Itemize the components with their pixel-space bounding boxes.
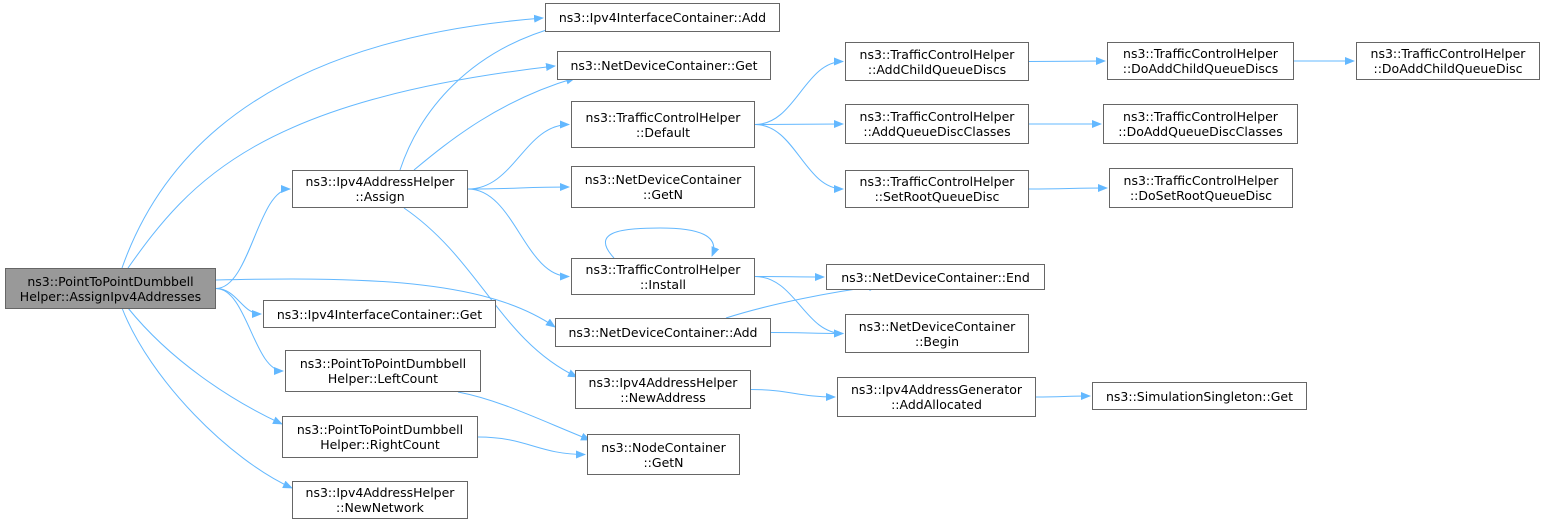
edge-tch_default-to-tch_addchild [754, 57, 844, 125]
node-label-line: ns3::SimulationSingleton::Get [1106, 388, 1293, 404]
node-v4ic-get[interactable]: ns3::Ipv4InterfaceContainer::Get [263, 300, 496, 328]
edge-ipv4ah_assign-to-ndc_getn [467, 183, 570, 192]
edge-ndc_add-to-ndc_begin [770, 329, 844, 338]
node-label-line: ns3::TrafficControlHelper [859, 46, 1015, 62]
node-label-line: ::AddAllocated [891, 397, 982, 412]
node-label-line: ns3::Ipv4AddressHelper [588, 374, 738, 390]
node-ipv4ah-newnet[interactable]: ns3::Ipv4AddressHelper::NewNetwork [292, 481, 468, 519]
node-label-line: ::GetN [642, 187, 684, 202]
node-tch-addclasses[interactable]: ns3::TrafficControlHelper::AddQueueDiscC… [845, 104, 1029, 144]
node-label-line: ns3::TrafficControlHelper [859, 109, 1015, 124]
node-label-line: ns3::PointToPointDumbbell [299, 356, 467, 371]
node-label-line: ns3::Ipv4InterfaceContainer::Add [558, 10, 767, 25]
edge-tch_addchild-to-tch_doaddchild [1028, 57, 1106, 66]
node-label-line: ns3::PointToPointDumbbell [27, 273, 194, 289]
edge-tch_install-to-ndc_end [754, 272, 825, 281]
node-v4ic-add[interactable]: ns3::Ipv4InterfaceContainer::Add [545, 3, 780, 32]
node-label-line: ::NewAddress [620, 389, 706, 405]
node-ndc-add[interactable]: ns3::NetDeviceContainer::Add [555, 318, 771, 347]
edge-p2pdh_left-to-nc_getn [457, 391, 591, 441]
node-tch-doaddchild2[interactable]: ns3::TrafficControlHelper::DoAddChildQue… [1356, 42, 1540, 80]
edge-tch_install-to-ndc_begin [754, 276, 844, 338]
edge-tch_default-to-tch_setroot [754, 124, 844, 193]
node-label-line: ns3::NetDeviceContainer::End [841, 269, 1030, 285]
node-label-line: Helper::RightCount [320, 437, 440, 452]
edge-ipv4ah_assign-to-tch_install [467, 188, 570, 281]
node-ndc-get[interactable]: ns3::NetDeviceContainer::Get [557, 51, 771, 80]
edge-root-to-p2pdh_right [127, 307, 283, 425]
edge-root-to-ndc_add [215, 278, 556, 328]
node-label-line: ::Assign [355, 189, 405, 204]
node-nc-getn[interactable]: ns3::NodeContainer::GetN [587, 434, 740, 475]
node-ndc-getn[interactable]: ns3::NetDeviceContainer::GetN [571, 166, 755, 208]
node-label-line: ns3::TrafficControlHelper [1123, 109, 1278, 124]
node-label-line: ns3::PointToPointDumbbell [296, 422, 464, 437]
node-label-line: ::NewNetwork [336, 500, 424, 515]
node-tch-addchild[interactable]: ns3::TrafficControlHelper::AddChildQueue… [845, 42, 1029, 81]
node-label-line: ns3::TrafficControlHelper [585, 109, 741, 125]
edge-tch_default-to-tch_addclasses [754, 120, 844, 129]
edge-ipv4ah_assign-to-ndc_get [413, 76, 576, 171]
edge-tch_setroot-to-tch_dosetroot [1028, 184, 1108, 193]
edge-ipv4ah_assign-to-ipv4ah_newaddr [403, 207, 578, 378]
node-label-line: ns3::NetDeviceContainer [584, 172, 742, 187]
node-label-line: ns3::Ipv4AddressHelper [305, 174, 455, 189]
node-label-line: ::DoAddChildQueueDiscs [1122, 61, 1279, 76]
node-label-line: ns3::TrafficControlHelper [1370, 46, 1526, 61]
edge-ipv4ag_alloc-to-ss_get [1035, 392, 1091, 401]
edge-ipv4ah_assign-to-tch_default [467, 120, 570, 190]
node-label-line: ns3::Ipv4InterfaceContainer::Get [276, 306, 483, 322]
node-tch-doaddclasses[interactable]: ns3::TrafficControlHelper::DoAddQueueDis… [1103, 104, 1298, 144]
edge-p2pdh_right-to-nc_getn [477, 436, 586, 459]
edge-ipv4ah_newaddr-to-ipv4ag_alloc [750, 389, 836, 401]
node-label-line: ns3::NetDeviceContainer [858, 318, 1016, 334]
node-label-line: ::DoAddQueueDiscClasses [1118, 124, 1283, 139]
node-label-line: ns3::Ipv4AddressHelper [305, 485, 455, 500]
node-label-line: ::SetRootQueueDisc [874, 189, 1000, 204]
node-tch-install[interactable]: ns3::TrafficControlHelper::Install [571, 258, 755, 295]
node-label-line: ns3::NetDeviceContainer::Add [568, 325, 758, 340]
node-label-line: ns3::TrafficControlHelper [585, 261, 741, 277]
node-ipv4ah-newaddr[interactable]: ns3::Ipv4AddressHelper::NewAddress [575, 370, 751, 409]
node-tch-dosetroot[interactable]: ns3::TrafficControlHelper::DoSetRootQueu… [1109, 168, 1293, 208]
node-ipv4ag-alloc[interactable]: ns3::Ipv4AddressGenerator::AddAllocated [837, 377, 1036, 417]
edge-root-to-v4ic_add [121, 14, 544, 269]
node-label-line: ::Default [635, 124, 691, 140]
node-label-line: ns3::TrafficControlHelper [1123, 46, 1278, 61]
node-label-line: ::AddQueueDiscClasses [863, 124, 1011, 139]
edge-root-to-p2pdh_left [215, 288, 284, 375]
node-tch-default[interactable]: ns3::TrafficControlHelper::Default [571, 101, 755, 148]
node-label-line: ::DoSetRootQueueDisc [1129, 188, 1273, 203]
node-ndc-end[interactable]: ns3::NetDeviceContainer::End [826, 264, 1045, 290]
edge-root-to-ipv4ah_assign [215, 185, 291, 289]
node-tch-doaddchild[interactable]: ns3::TrafficControlHelper::DoAddChildQue… [1107, 42, 1294, 80]
node-label-line: Helper::AssignIpv4Addresses [19, 288, 202, 304]
edge-root-to-ndc_get [127, 63, 556, 269]
edge-root-to-ipv4ah_newnet [121, 307, 293, 489]
node-ss-get[interactable]: ns3::SimulationSingleton::Get [1092, 382, 1307, 410]
node-label-line: ns3::Ipv4AddressGenerator [850, 382, 1023, 397]
node-label-line: ::Install [639, 276, 687, 292]
edge-ipv4ah_assign-to-v4ic_add [399, 24, 561, 171]
node-label-line: ns3::NetDeviceContainer::Get [570, 58, 758, 73]
node-ndc-begin[interactable]: ns3::NetDeviceContainer::Begin [845, 314, 1029, 353]
node-label-line: Helper::LeftCount [327, 371, 439, 386]
node-label-line: ::GetN [643, 454, 684, 470]
node-label-line: ns3::TrafficControlHelper [859, 174, 1015, 189]
node-label-line: ::Begin [914, 333, 960, 349]
edge-root-to-v4ic_get [215, 288, 262, 318]
edge-tch_install-to-tch_install [605, 227, 720, 259]
node-tch-setroot[interactable]: ns3::TrafficControlHelper::SetRootQueueD… [845, 170, 1029, 208]
node-label-line: ::AddChildQueueDiscs [867, 61, 1007, 77]
node-label-line: ::DoAddChildQueueDisc [1373, 61, 1523, 76]
node-label-line: ns3::TrafficControlHelper [1123, 173, 1279, 188]
node-label-line: ns3::NodeContainer [601, 439, 726, 455]
node-ipv4ah-assign[interactable]: ns3::Ipv4AddressHelper::Assign [292, 170, 468, 208]
